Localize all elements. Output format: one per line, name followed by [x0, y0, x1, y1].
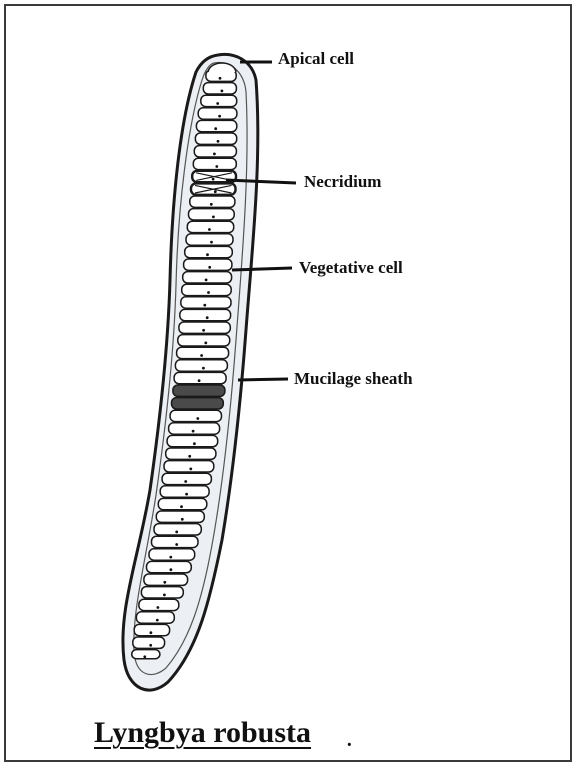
- mucilage-sheath-leader: [238, 379, 288, 380]
- vegetative-cell: [133, 637, 165, 648]
- label-necridium: Necridium: [304, 172, 381, 192]
- dark-cell: [172, 398, 224, 409]
- cell-dot: [156, 619, 159, 622]
- cell-dot: [188, 455, 191, 458]
- cell-dot: [208, 266, 211, 269]
- cell-dot: [196, 417, 199, 420]
- cell-dot: [181, 518, 184, 521]
- vegetative-cell: [203, 83, 236, 94]
- cell-dot: [212, 178, 215, 181]
- vegetative-cell: [179, 322, 230, 333]
- vegetative-cell: [160, 486, 209, 497]
- vegetative-cell: [189, 209, 235, 220]
- vegetative-cell: [198, 108, 237, 119]
- cell-dot: [205, 279, 208, 282]
- vegetative-cell: [147, 561, 192, 572]
- cell-dot: [214, 127, 217, 130]
- cell-dot: [202, 367, 205, 370]
- vegetative-cell: [182, 284, 232, 295]
- vegetative-cell: [164, 461, 214, 472]
- cell-dot: [175, 531, 178, 534]
- vegetative-cell: [183, 272, 232, 283]
- vegetative-cell: [149, 549, 195, 560]
- vegetative-cell: [170, 410, 221, 421]
- cell-dot: [143, 655, 146, 658]
- cell-dot: [163, 594, 166, 597]
- cell-dot: [157, 606, 160, 609]
- vegetative-cell: [193, 158, 236, 169]
- vegetative-cell: [136, 612, 174, 623]
- cell-dot: [210, 241, 213, 244]
- cell-dot: [212, 216, 215, 219]
- vegetative-cell: [186, 234, 233, 245]
- vegetative-cell: [194, 146, 236, 157]
- cell-dot: [150, 631, 153, 634]
- vegetative-cell: [177, 347, 229, 358]
- cell-dot: [192, 430, 195, 433]
- vegetative-cell: [141, 587, 183, 598]
- vegetative-cell: [174, 372, 226, 383]
- vegetative-cell: [187, 221, 233, 232]
- cell-dot: [169, 556, 172, 559]
- cell-dot: [215, 165, 218, 168]
- vegetative-cell: [169, 423, 220, 434]
- cell-dot: [184, 480, 187, 483]
- title-period: ·: [346, 734, 353, 757]
- cell-dot: [193, 442, 196, 445]
- cell-dot: [218, 115, 221, 118]
- cell-dot: [198, 379, 201, 382]
- cell-dot: [170, 568, 173, 571]
- cell-dot: [189, 468, 192, 471]
- cell-dot: [207, 291, 210, 294]
- vegetative-cell: [184, 259, 232, 270]
- cell-dot: [217, 140, 220, 143]
- label-apical-cell: Apical cell: [278, 49, 354, 69]
- cell-dot: [206, 316, 209, 319]
- cell-dot: [202, 329, 205, 332]
- cell-dot: [219, 77, 222, 80]
- cell-dot: [206, 253, 209, 256]
- cell-dot: [216, 102, 219, 105]
- vegetative-cell: [195, 133, 236, 144]
- cell-dot: [213, 153, 216, 156]
- cell-dot: [180, 505, 183, 508]
- cell-dot: [214, 190, 217, 193]
- vegetative-cell: [201, 95, 237, 106]
- vegetative-cell: [178, 335, 230, 346]
- cell-dot: [221, 90, 224, 93]
- label-mucilage-sheath: Mucilage sheath: [294, 369, 413, 389]
- cell-dot: [203, 304, 206, 307]
- vegetative-cell-leader: [232, 268, 292, 270]
- cell-dot: [185, 493, 188, 496]
- vegetative-cell: [175, 360, 227, 371]
- cell-dot: [208, 228, 211, 231]
- vegetative-cell: [144, 574, 188, 585]
- vegetative-cell: [196, 120, 236, 131]
- vegetative-cell: [162, 473, 211, 484]
- cell-dot: [149, 644, 152, 647]
- vegetative-cell: [180, 309, 231, 320]
- cell-dot: [163, 581, 166, 584]
- vegetative-cell: [181, 297, 231, 308]
- vegetative-cell: [190, 196, 235, 207]
- vegetative-cell: [158, 498, 207, 509]
- cell-dot: [175, 543, 178, 546]
- cell-dot: [200, 354, 203, 357]
- label-vegetative-cell: Vegetative cell: [299, 258, 403, 278]
- dark-cell: [173, 385, 225, 396]
- vegetative-cell: [185, 246, 233, 257]
- cell-dot: [210, 203, 213, 206]
- vegetative-cell: [154, 524, 201, 535]
- vegetative-cell: [156, 511, 204, 522]
- vegetative-cell: [139, 599, 179, 610]
- vegetative-cell: [167, 435, 218, 446]
- cell-dot: [204, 342, 207, 345]
- vegetative-cell: [134, 624, 169, 635]
- figure-title: Lyngbya robusta: [94, 716, 311, 750]
- vegetative-cell: [166, 448, 216, 459]
- vegetative-cell: [152, 536, 199, 547]
